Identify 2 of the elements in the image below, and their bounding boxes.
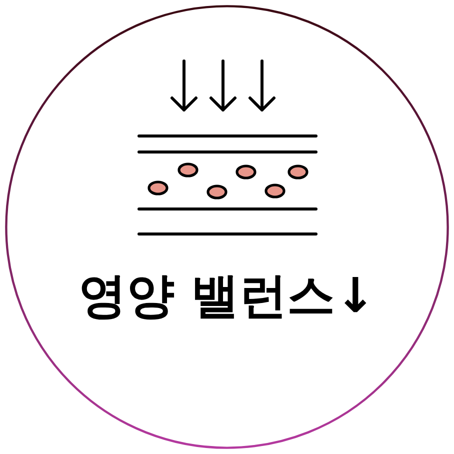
caption-text: 영양 밸런스↓ bbox=[78, 272, 376, 320]
circle-frame bbox=[5, 5, 449, 449]
